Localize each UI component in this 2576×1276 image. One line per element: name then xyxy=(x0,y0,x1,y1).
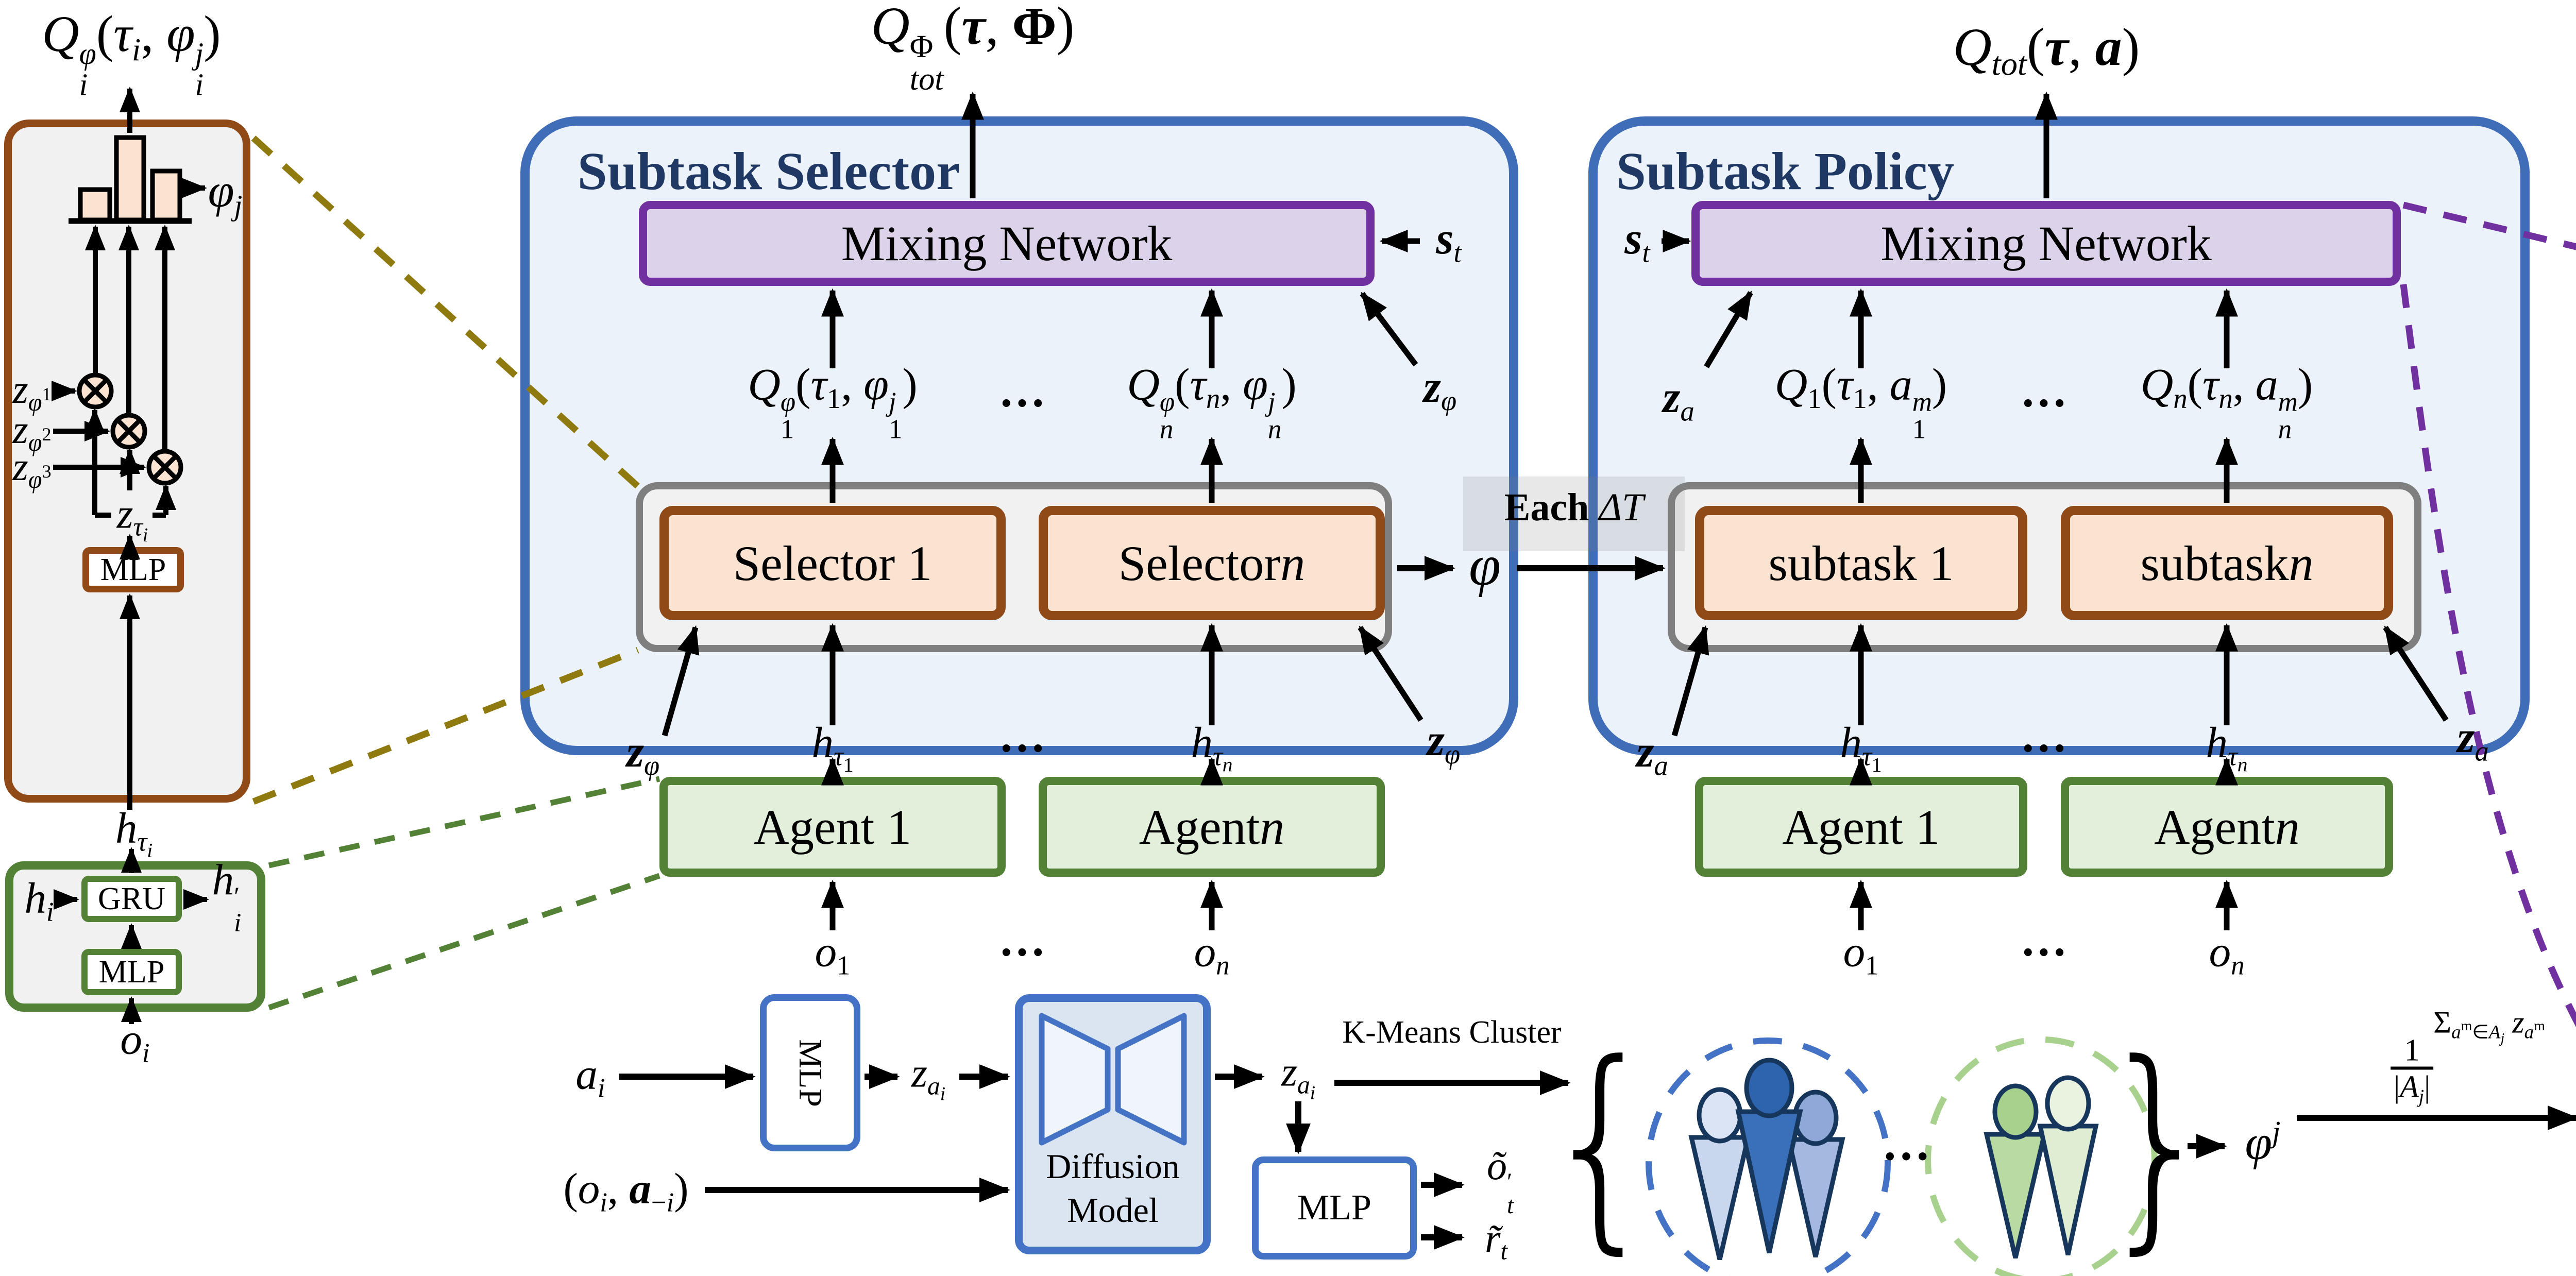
detail-mlp2-box: MLP xyxy=(81,949,182,995)
cluster-blue-persons xyxy=(1688,1058,1845,1261)
agent-1-box-policy: Agent 1 xyxy=(1695,777,2027,877)
kmeans-label: K-Means Cluster xyxy=(1342,1015,1562,1050)
policy-on-label: on xyxy=(2209,927,2245,981)
avg-formula-label: 1|Aj|Σam∈Aj zam xyxy=(2391,1007,2545,1107)
policy-h1-label: hτ1 xyxy=(1840,718,1882,776)
selector-zphi-mn-label: zφ xyxy=(1423,362,1457,417)
policy-za-right-label: za xyxy=(2457,712,2489,767)
o-tilde-label: õ′t xyxy=(1486,1143,1514,1219)
z-phi1-label: zφ1 xyxy=(12,367,52,416)
selector-n-box: Selector n xyxy=(1039,506,1385,620)
selector-h1-label: hτ1 xyxy=(811,718,854,776)
cluster-green-circle xyxy=(1925,1036,2158,1276)
h-i-label: hi xyxy=(24,874,54,927)
agent-n-box-selector: Agent n xyxy=(1039,777,1385,877)
cluster-blue-circle xyxy=(1646,1037,1891,1276)
mixing-network-policy-box: Mixing Network xyxy=(1691,201,2401,286)
o-i-label: oi xyxy=(120,1015,150,1068)
selector-on-label: on xyxy=(1194,927,1230,981)
h-i-prime-label: h′i xyxy=(212,855,242,938)
policy-za-left-label: za xyxy=(1636,727,1668,781)
subtask-n-box: subtask n xyxy=(2061,506,2393,620)
z-phi2-label: zφ2 xyxy=(12,407,52,456)
diffusion-icon xyxy=(1039,1013,1187,1146)
r-tilde-label: r̃t xyxy=(1485,1216,1507,1265)
agent-n-box-policy: Agent n xyxy=(2061,777,2393,877)
selector-o1-label: o1 xyxy=(815,927,851,981)
oa-joint-label: (oi, a−i) xyxy=(563,1164,689,1218)
policy-za-mn-label: za xyxy=(1663,372,1694,427)
each-dt-band xyxy=(1463,477,1685,551)
cluster-green-persons xyxy=(1984,1075,2099,1259)
selector-1-box: Selector 1 xyxy=(659,506,1006,620)
z-tau-label: zτi xyxy=(116,490,148,547)
policy-q-dots: ··· xyxy=(2020,377,2068,429)
each-dt-label: Each ΔT xyxy=(1504,486,1644,529)
left-detail-arrows xyxy=(52,86,210,1024)
zoom-dash-green xyxy=(268,776,660,1011)
zoom-dash-olive xyxy=(251,135,640,805)
cluster-brace-open: { xyxy=(1541,1016,1662,1273)
selector-o-dots: ··· xyxy=(998,926,1046,978)
bridge-phi-label: φ xyxy=(1469,534,1501,598)
z-phi3-label: zφ3 xyxy=(12,444,52,494)
detail-mlp-box: MLP xyxy=(82,547,184,592)
cluster-dots: ··· xyxy=(1882,1129,1931,1184)
selector-panel-arrows xyxy=(662,91,1423,930)
selector-h-dots: ··· xyxy=(998,722,1046,774)
cluster-brace-close: } xyxy=(2097,1016,2218,1273)
pipeline-mlp-vertical-box: MLP xyxy=(760,994,860,1151)
subtask-selector-title: Subtask Selector xyxy=(577,142,960,201)
selector-zphi-right-label: zφ xyxy=(1427,716,1461,770)
policy-hn-label: hτn xyxy=(2206,718,2248,776)
otimes-operators xyxy=(77,372,183,486)
mixing-network-selector-box: Mixing Network xyxy=(639,201,1375,286)
selector-q-dots: ··· xyxy=(998,377,1046,429)
pipeline-arrows xyxy=(619,1064,2576,1250)
policy-panel-arrows xyxy=(1662,91,2449,930)
q-distribution-bars xyxy=(78,135,182,223)
zoom-dash-purple xyxy=(2400,201,2576,1027)
phi-j-cluster-label: φj xyxy=(2245,1115,2281,1170)
subtask-1-box: subtask 1 xyxy=(1695,506,2027,620)
selector-zphi-left-label: zφ xyxy=(626,727,660,781)
phi-j-output-label: φj xyxy=(208,164,243,223)
selector-hn-label: hτn xyxy=(1191,718,1233,776)
qtot-label: Qtot(τ, a) xyxy=(1953,18,2140,82)
agent-1-box-selector: Agent 1 xyxy=(659,777,1006,877)
selector-st-label: st xyxy=(1436,214,1462,268)
policy-o1-label: o1 xyxy=(1843,927,1879,981)
policy-st-label: st xyxy=(1624,214,1650,268)
policy-o-dots: ··· xyxy=(2020,926,2068,978)
h-tau-i-label: hτi xyxy=(115,804,153,862)
gru-box: GRU xyxy=(81,876,182,922)
a-i-label: ai xyxy=(575,1050,605,1103)
pipeline-mlp2-box: MLP xyxy=(1252,1156,1417,1260)
z-ai-2-label: zai xyxy=(1281,1049,1316,1104)
z-ai-1-label: zai xyxy=(911,1050,946,1105)
policy-h-dots: ··· xyxy=(2020,722,2068,774)
subtask-policy-title: Subtask Policy xyxy=(1616,142,1954,201)
